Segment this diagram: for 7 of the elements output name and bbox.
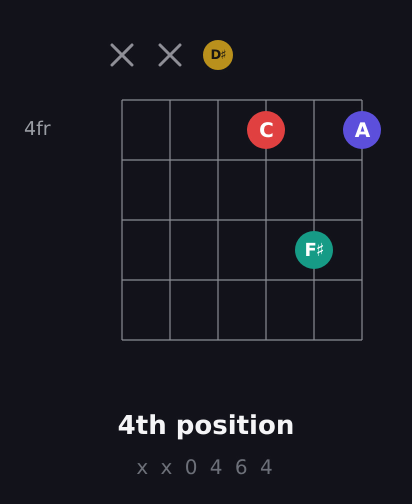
note-dot: C — [247, 111, 285, 149]
fingering-text: x x 0 4 6 4 — [136, 455, 276, 479]
chord-title: 4th position — [118, 411, 294, 441]
fret-number: 4fr — [24, 118, 51, 140]
note-dot: F♯ — [295, 231, 333, 269]
open-string-marker: D♯ — [203, 40, 233, 70]
note-dot: A — [343, 111, 381, 149]
